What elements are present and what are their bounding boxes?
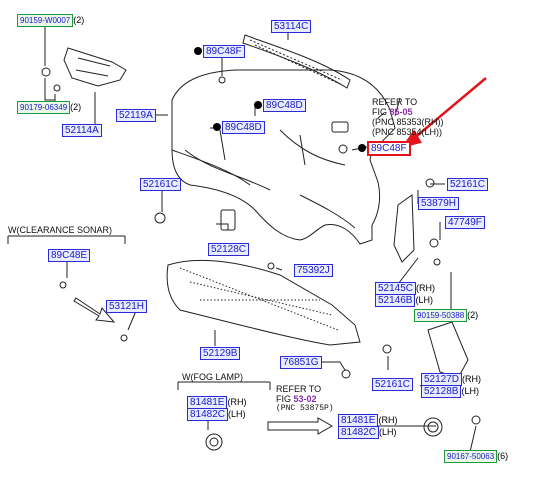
upper-grille-drawing bbox=[242, 34, 351, 89]
label-47749f[interactable]: 47749F bbox=[445, 216, 485, 229]
label-90159-w0007[interactable]: 90159-W0007(2) bbox=[17, 14, 84, 27]
part-number: 81482C bbox=[338, 426, 380, 439]
part-number: 52161C bbox=[447, 178, 489, 191]
part-number: 52161C bbox=[140, 178, 182, 191]
part-number: 52128B bbox=[421, 385, 462, 398]
label-52161c-left[interactable]: 52161C bbox=[140, 178, 182, 191]
part-number: 76851G bbox=[280, 356, 322, 369]
part-number: 89C48E bbox=[48, 249, 91, 262]
part-number: 52161C bbox=[372, 378, 414, 391]
label-76851g[interactable]: 76851G bbox=[280, 356, 322, 369]
new-part-dot bbox=[213, 123, 221, 132]
part-number: 75392J bbox=[294, 264, 333, 277]
figure-ref-link[interactable]: 53-02 bbox=[293, 394, 317, 404]
figure-ref-link[interactable]: 85-05 bbox=[389, 107, 413, 117]
label-89c48e[interactable]: 89C48E bbox=[48, 249, 91, 262]
part-number: 53121H bbox=[106, 300, 148, 313]
label-52127d[interactable]: 52127D(RH) bbox=[421, 373, 481, 386]
label-52129b[interactable]: 52129B bbox=[200, 347, 241, 360]
label-81482c[interactable]: 81482C(LH) bbox=[338, 426, 397, 439]
part-number: 52146B bbox=[375, 294, 416, 307]
label-52119a[interactable]: 52119A bbox=[116, 109, 156, 122]
part-number: 89C48D bbox=[222, 121, 265, 134]
label-89c48d-a[interactable]: 89C48D bbox=[254, 99, 306, 112]
part-number: 89C48D bbox=[263, 99, 306, 112]
part-number: 89C48F bbox=[203, 45, 245, 58]
label-89c48d-b[interactable]: 89C48D bbox=[213, 121, 265, 134]
part-number: 90167-50063 bbox=[444, 450, 498, 463]
part-number: 52128C bbox=[208, 243, 250, 256]
label-53879h[interactable]: 53879H bbox=[418, 197, 460, 210]
new-part-dot bbox=[254, 101, 262, 110]
bracket-52114a-drawing bbox=[63, 47, 127, 87]
part-number: 90159-50388 bbox=[414, 309, 468, 322]
refer-note-top: REFER TO FIG 85-05 (PNC 85353(RH)) (PNC … bbox=[372, 97, 444, 137]
label-52161c-bottom[interactable]: 52161C bbox=[372, 378, 414, 391]
label-52128b[interactable]: 52128B(LH) bbox=[421, 385, 479, 398]
label-89c48f-top[interactable]: 89C48F bbox=[194, 45, 245, 58]
lower-grille-drawing bbox=[166, 259, 361, 346]
part-number: 89C48F bbox=[367, 141, 411, 156]
label-52145c[interactable]: 52145C(RH) bbox=[375, 282, 435, 295]
part-number: 47749F bbox=[445, 216, 485, 229]
label-52161c-right[interactable]: 52161C bbox=[447, 178, 489, 191]
part-number: 52114A bbox=[62, 124, 102, 137]
part-number: 52129B bbox=[200, 347, 241, 360]
part-number: 81482C bbox=[187, 408, 229, 421]
part-number: 53879H bbox=[418, 197, 460, 210]
label-52128c[interactable]: 52128C bbox=[208, 243, 250, 256]
label-89c48f-highlighted[interactable]: 89C48F bbox=[358, 141, 411, 156]
part-number: 90179-06349 bbox=[17, 101, 71, 114]
label-90179-06349[interactable]: 90179-06349(2) bbox=[17, 101, 81, 114]
bumper-cover-drawing bbox=[171, 69, 396, 245]
new-part-dot bbox=[358, 144, 366, 153]
label-75392j[interactable]: 75392J bbox=[294, 264, 333, 277]
new-part-dot bbox=[194, 47, 202, 56]
label-81481e[interactable]: 81481E(RH) bbox=[338, 414, 397, 427]
refer-note-bottom: REFER TO FIG 53-02 (PNC 53875P) bbox=[276, 384, 334, 413]
part-number: 52119A bbox=[116, 109, 156, 122]
label-81482c-fog[interactable]: 81482C(LH) bbox=[187, 408, 246, 421]
fog-lamp-note: W(FOG LAMP) bbox=[182, 372, 243, 382]
label-52114a[interactable]: 52114A bbox=[62, 124, 102, 137]
clearance-sonar-note: W(CLEARANCE SONAR) bbox=[8, 225, 113, 235]
label-52146b[interactable]: 52146B(LH) bbox=[375, 294, 433, 307]
label-53114c[interactable]: 53114C bbox=[271, 20, 312, 33]
part-number: 90159-W0007 bbox=[17, 14, 74, 27]
label-90167-50063[interactable]: 90167-50063(6) bbox=[444, 450, 508, 463]
label-90159-50388[interactable]: 90159-50388(2) bbox=[414, 309, 478, 322]
label-53121h[interactable]: 53121H bbox=[106, 300, 148, 313]
part-number: 53114C bbox=[271, 20, 312, 33]
